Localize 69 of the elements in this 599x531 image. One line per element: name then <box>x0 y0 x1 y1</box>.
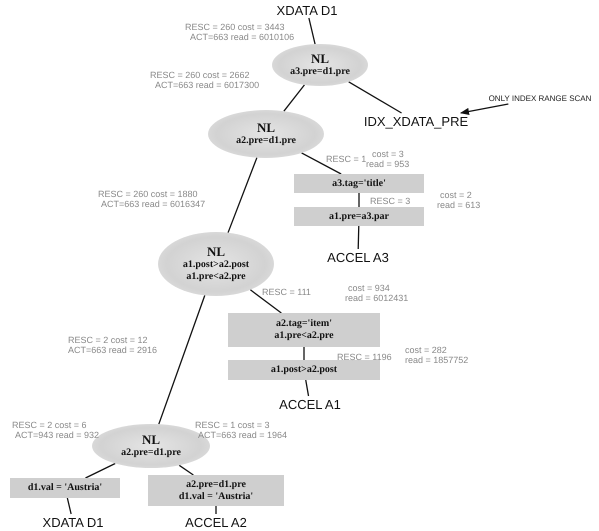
table-label: ACCEL A2 <box>185 514 247 530</box>
condition-box <box>228 313 380 347</box>
connector-line <box>227 157 258 233</box>
cost-statistic: cost = 2 <box>440 190 472 200</box>
predicate-text: a1.pre=a3.par <box>329 210 389 222</box>
table-label: ACCEL A3 <box>327 250 389 265</box>
operator-label: NL <box>256 121 276 135</box>
cost-statistic: RESC = 3 <box>370 196 410 206</box>
cost-statistic: RESC = 260 cost = 2662 <box>150 70 250 80</box>
connector-line <box>66 498 72 514</box>
table-label: IDX_XDATA_PRE <box>364 114 468 129</box>
table-label: XDATA D1 <box>276 2 338 18</box>
connector-line <box>303 347 305 360</box>
condition-box <box>294 207 424 226</box>
predicate-text: a3.pre=d1.pre <box>290 66 350 78</box>
cost-statistic: ACT=663 read = 6010106 <box>190 32 294 42</box>
cost-statistic: RESC = 1 <box>326 154 366 164</box>
predicate-text: a2.pre=d1.pre <box>186 478 246 490</box>
cost-statistic: read = 953 <box>366 159 410 169</box>
connector-line <box>158 295 206 424</box>
cost-statistic: RESC = 1 cost = 3 <box>195 420 270 430</box>
cost-statistic: RESC = 260 cost = 1880 <box>98 189 198 199</box>
operator-label: NL <box>206 245 226 259</box>
cost-statistic: ACT=663 read = 6016347 <box>101 199 206 209</box>
connector-line <box>250 289 282 314</box>
predicate-text: a2.pre=d1.pre <box>121 447 181 459</box>
connector-line <box>178 464 194 476</box>
predicate-text: a2.pre=d1.pre <box>236 135 296 147</box>
predicate-text: a1.post>a2.post <box>270 364 338 376</box>
cost-statistic: cost = 282 <box>405 345 447 355</box>
cost-statistic: read = 613 <box>437 200 480 210</box>
connector-line <box>305 380 310 396</box>
predicate-text: a3.tag='title' <box>332 178 386 190</box>
cost-statistic: read = 6012431 <box>345 293 408 303</box>
cost-statistic: RESC = 2 cost = 12 <box>68 335 148 345</box>
predicate-text: a1.post>a2.post <box>182 259 250 271</box>
connector-line <box>358 226 360 250</box>
connector-line <box>301 152 342 175</box>
cost-statistic: ACT=663 read = 1964 <box>198 430 288 440</box>
cost-statistic: RESC = 2 cost = 6 <box>12 420 87 430</box>
predicate-text: d1.val = 'Austria' <box>28 482 102 494</box>
predicate-text: a1.pre<a2.pre <box>274 330 334 342</box>
connector-line <box>358 193 360 207</box>
cost-statistic: cost = 3 <box>372 149 404 159</box>
operator-label: NL <box>142 433 160 447</box>
table-label: XDATA D1 <box>42 514 104 530</box>
condition-box <box>228 360 380 380</box>
arrow <box>460 103 508 116</box>
cost-statistic: read = 1857752 <box>405 355 468 365</box>
connector-line <box>348 81 402 114</box>
cost-statistic: RESC = 111 <box>262 287 311 297</box>
cost-statistic: ACT=943 read = 932 <box>15 430 100 440</box>
predicate-text: a2.tag='item' <box>276 318 332 330</box>
note-label: ONLY INDEX RANGE SCAN <box>488 94 592 102</box>
condition-box <box>148 475 284 506</box>
connector-line <box>308 18 316 44</box>
connector-line <box>85 462 116 479</box>
cost-statistic: RESC = 1196 <box>337 352 392 362</box>
cost-statistic: RESC = 260 cost = 3443 <box>185 22 285 32</box>
table-label: ACCEL A1 <box>279 397 341 412</box>
operator-label: NL <box>310 52 330 66</box>
condition-box <box>10 478 120 498</box>
predicate-text: d1.val = 'Austria' <box>178 490 254 502</box>
cost-statistic: cost = 934 <box>348 283 390 293</box>
cost-statistic: ACT=663 read = 2916 <box>68 345 158 355</box>
predicate-text: a1.pre<a2.pre <box>186 271 246 283</box>
connector-line <box>283 84 305 112</box>
condition-box <box>294 174 424 193</box>
cost-statistic: ACT=663 read = 6017300 <box>155 80 260 90</box>
